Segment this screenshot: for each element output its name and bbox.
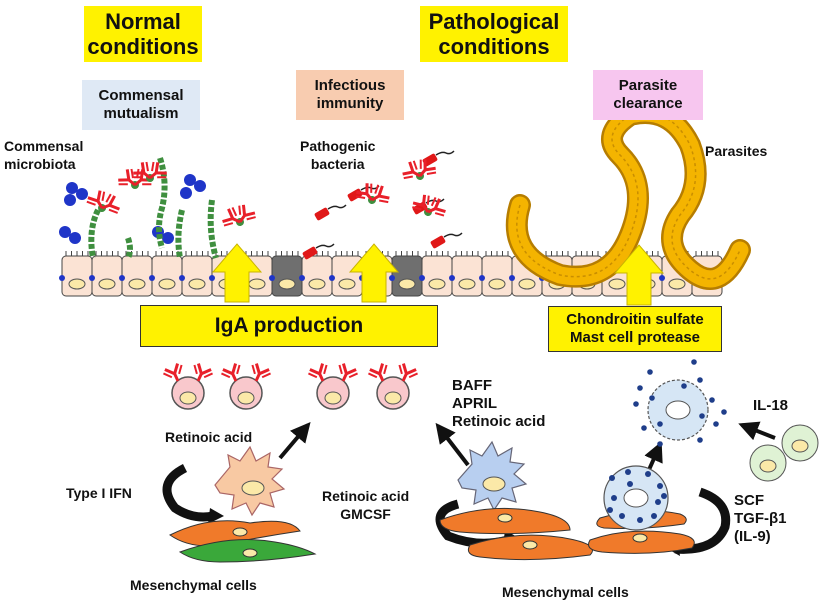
mast-granule [619,513,625,519]
retinoic-acid-label: Retinoic acid [165,429,253,445]
mast-granule [681,383,687,389]
mast-granule [627,481,633,487]
mast-granule [637,517,643,523]
mast-granule [647,369,653,375]
pathological-conditions-header: Pathological conditions [420,6,568,62]
il18-cells [749,424,819,482]
plasma-cells [162,362,419,409]
baff-april-label: BAFF APRIL Retinoic acid [452,377,546,430]
dendritic-cell-left [214,445,286,517]
mast-granule [609,475,615,481]
retinoic-gmcsf-label: Retinoic acid GMCSF [322,488,410,522]
mesenchymal-cells-right-label: Mesenchymal cells [502,584,629,600]
mast-granule [657,421,663,427]
mesenchymal-cells-left [169,520,317,563]
scf-tgf-il9-label: SCF TGF-β1 (IL-9) [734,492,787,545]
mast-granule [713,421,719,427]
mast-granule [657,441,663,447]
mast-granule [697,437,703,443]
mast-granule [641,425,647,431]
mast-cell-intact [603,465,669,531]
mast-granule [699,413,705,419]
normal-conditions-header: Normal conditions [84,6,202,62]
commensal-antibodies [82,160,260,234]
epithelial-cell [119,251,153,297]
epithelial-cell [479,251,513,297]
infectious-immunity-box: Infectious immunity [296,70,404,120]
mast-granule [657,483,663,489]
parasite-clearance-box: Parasite clearance [593,70,703,120]
mast-granule [721,409,727,415]
commensal-mutualism-box: Commensal mutualism [82,80,200,130]
epithelial-cell [149,251,183,297]
epithelial-cell [59,251,93,297]
black-arrows [278,421,776,473]
mast-granule [637,385,643,391]
mast-granule [611,495,617,501]
parasites-label: Parasites [705,143,768,159]
type1-ifn-label: Type I IFN [66,485,132,501]
mast-cell-degranulating [633,359,727,447]
mast-granule [645,471,651,477]
iga-production-box: IgA production [140,305,438,347]
commensal-cocci [59,174,206,244]
mast-granule [649,395,655,401]
mast-granule [709,397,715,403]
goblet-cell [269,251,303,297]
mesenchymal-cells-left-label: Mesenchymal cells [130,577,257,593]
epithelial-cell [299,251,333,297]
mast-granule [697,377,703,383]
epithelial-cell [179,251,213,297]
mast-granule [655,499,661,505]
mast-granule [607,507,613,513]
epithelial-cell [449,251,483,297]
pathogenic-bacteria-label: Pathogenic bacteria [300,138,376,172]
epithelial-cell [419,251,453,297]
mast-granule [625,469,631,475]
mast-granule [661,493,667,499]
goblet-cell [389,251,423,297]
epithelial-cell [89,251,123,297]
dendritic-cell-right [457,440,528,512]
epithelial-cell [329,251,363,297]
mast-granule [633,401,639,407]
mesenchymal-cells-right [439,507,695,561]
mast-granule [651,513,657,519]
commensal-microbiota-label: Commensal microbiota [4,138,84,172]
mast-granule [691,359,697,365]
chondroitin-mast-protease-box: Chondroitin sulfate Mast cell protease [548,306,722,352]
iga-up-arrows [211,243,665,306]
il18-label: IL-18 [753,397,789,414]
